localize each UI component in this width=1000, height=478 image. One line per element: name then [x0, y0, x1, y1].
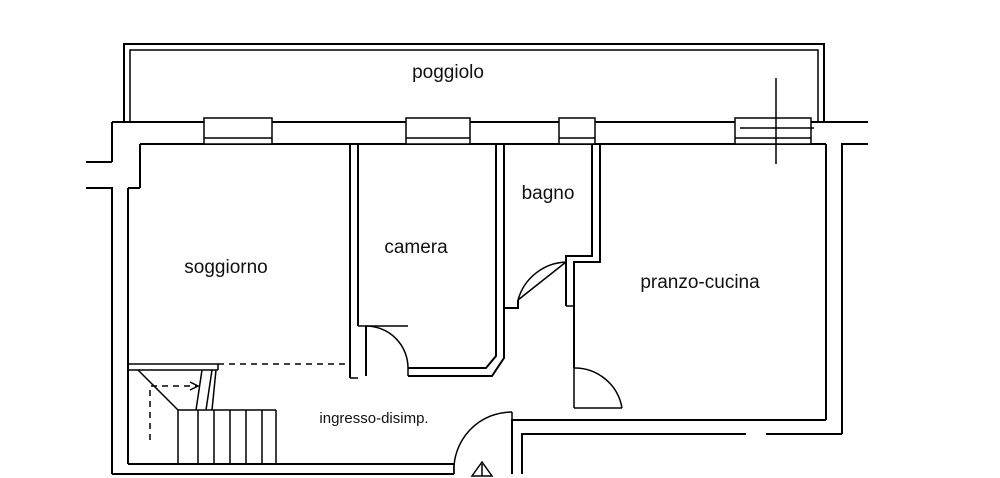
window-pranzo-cucina — [734, 117, 812, 145]
staircase — [128, 363, 350, 464]
label-bagno: bagno — [522, 183, 575, 204]
balcony-outline — [123, 43, 825, 122]
east-wall — [825, 143, 868, 434]
window-bagno — [558, 117, 596, 145]
south-wall — [112, 419, 842, 475]
west-wall — [86, 144, 141, 474]
door-entrance — [453, 411, 513, 475]
door-cucina — [573, 367, 623, 409]
window-soggiorno — [203, 117, 273, 145]
entry-marker-icon — [470, 460, 494, 477]
window-camera — [405, 117, 471, 145]
door-bagno — [517, 261, 567, 301]
label-camera: camera — [384, 237, 448, 258]
crosshair-mark — [740, 78, 814, 164]
label-poggiolo: poggiolo — [412, 62, 484, 83]
label-ingresso: ingresso-disimp. — [319, 410, 428, 427]
label-soggiorno: soggiorno — [184, 257, 267, 278]
wall-bagno-cucina — [504, 144, 601, 368]
label-pranzo-cucina: pranzo-cucina — [640, 272, 760, 293]
wall-camera-bagno — [358, 144, 505, 377]
wall-soggiorno-camera — [349, 144, 359, 379]
door-camera — [365, 325, 409, 369]
